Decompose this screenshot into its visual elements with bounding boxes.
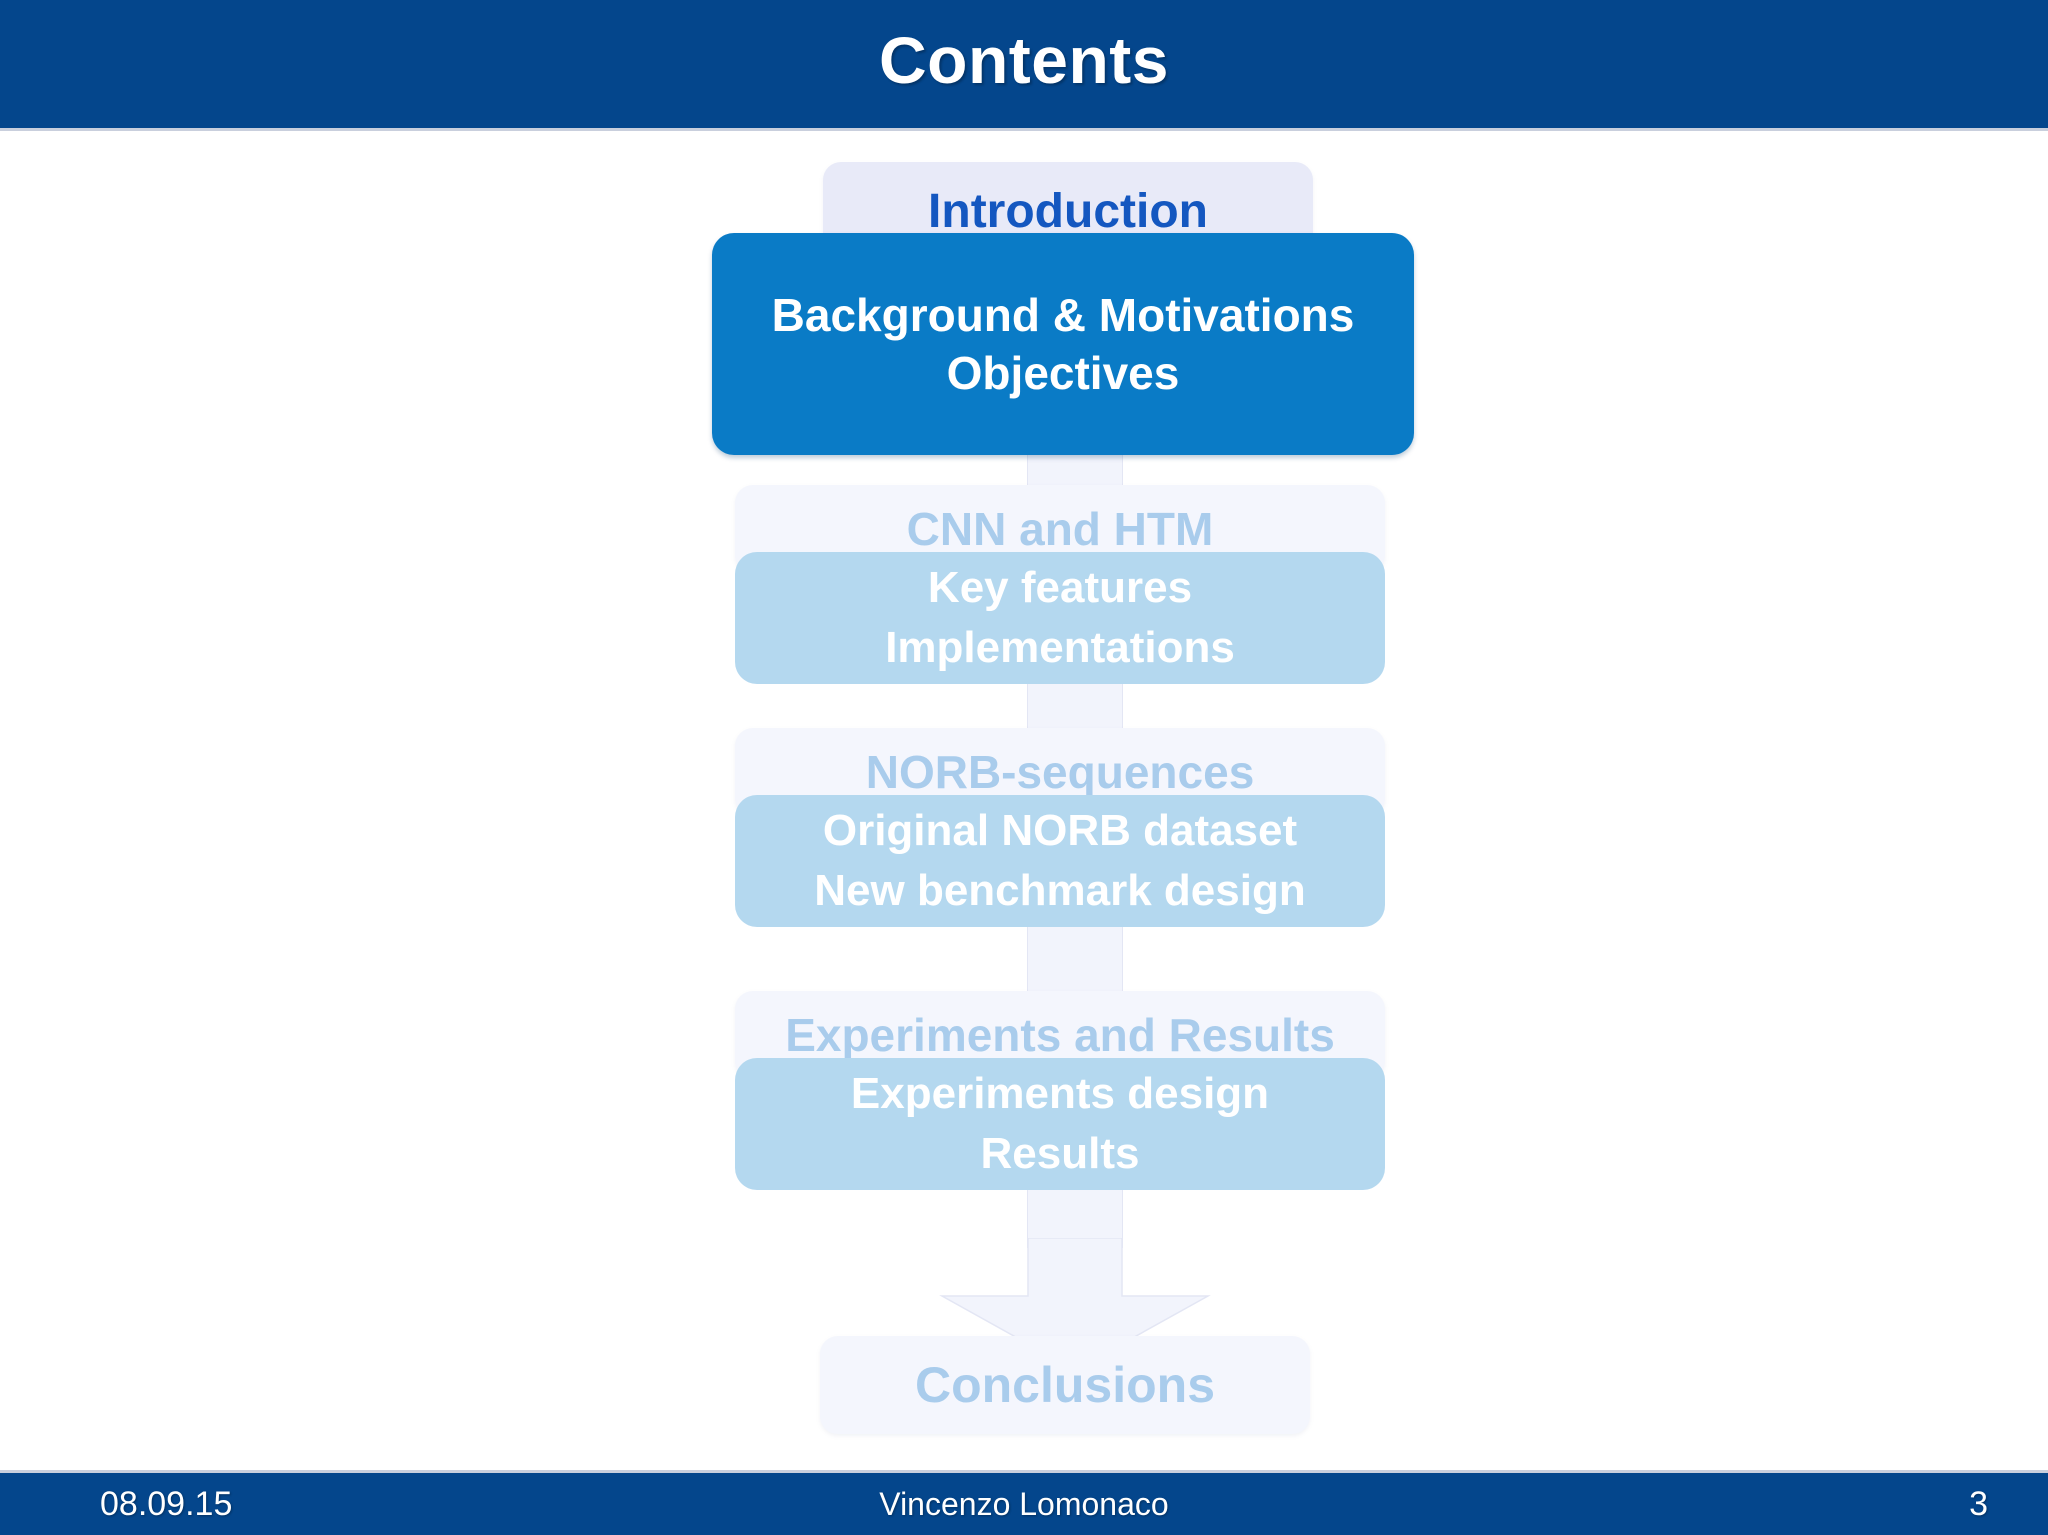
- page-title: Contents: [879, 23, 1169, 97]
- section-body-line: Original NORB dataset: [822, 806, 1298, 855]
- contents-flow-diagram: Introduction Background & Motivations Ob…: [0, 128, 2048, 1468]
- section-body-line: Key features: [927, 563, 1193, 612]
- slide-header: Contents: [0, 0, 2048, 128]
- section-body-line: New benchmark design: [814, 866, 1306, 915]
- section-tab-label: Experiments and Results: [785, 1009, 1335, 1061]
- section-body-line: Experiments design: [850, 1069, 1270, 1118]
- section-body-norb-sequences[interactable]: Original NORB dataset New benchmark desi…: [735, 795, 1385, 927]
- section-tab-label: NORB-sequences: [865, 746, 1255, 798]
- footer-divider: [0, 1470, 2048, 1473]
- section-body-experiments-and-results[interactable]: Experiments design Results: [735, 1058, 1385, 1190]
- header-divider: [0, 128, 2048, 131]
- section-tab-conclusions[interactable]: Conclusions: [820, 1336, 1310, 1434]
- section-body-introduction[interactable]: Background & Motivations Objectives: [712, 233, 1414, 455]
- footer-page-number: 3: [1969, 1485, 1988, 1523]
- section-tab-label: Conclusions: [914, 1357, 1216, 1413]
- section-body-line: Results: [980, 1129, 1140, 1178]
- section-body-line: Implementations: [885, 623, 1235, 672]
- footer-author: Vincenzo Lomonaco: [879, 1486, 1169, 1522]
- section-body-line: Background & Motivations: [771, 289, 1355, 341]
- section-tab-label: Introduction: [928, 184, 1208, 238]
- footer-date: 08.09.15: [100, 1485, 233, 1523]
- arrow-down-icon: [925, 1237, 1225, 1372]
- slide-footer: 08.09.15 Vincenzo Lomonaco 3: [0, 1473, 2048, 1535]
- section-tab-label: CNN and HTM: [906, 503, 1214, 555]
- section-body-cnn-and-htm[interactable]: Key features Implementations: [735, 552, 1385, 684]
- section-body-line: Objectives: [946, 347, 1180, 399]
